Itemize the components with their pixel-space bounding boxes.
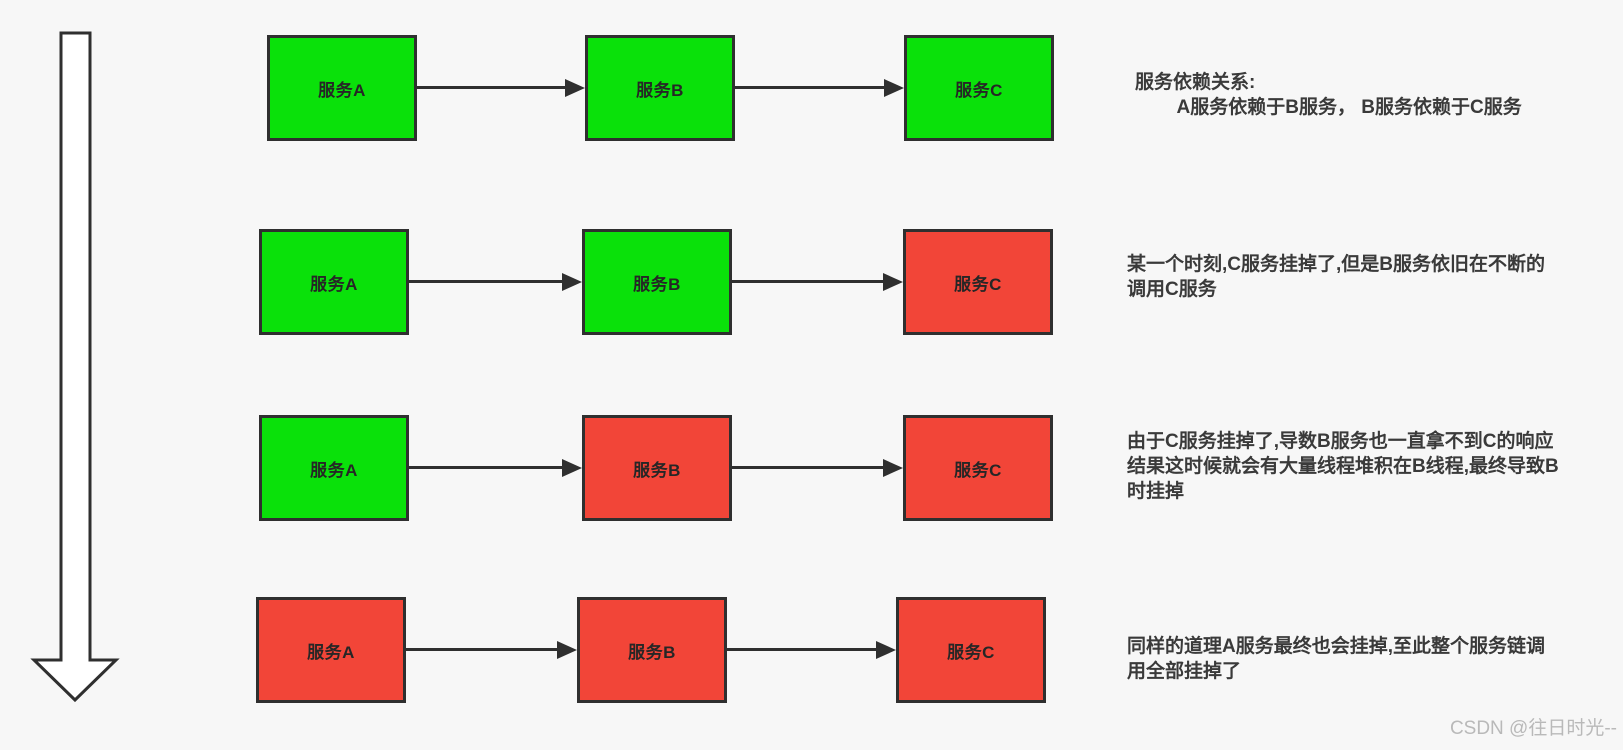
arrowhead-icon	[883, 459, 903, 477]
note-row-2: 某一个时刻,C服务挂掉了,但是B服务依旧在不断的 调用C服务	[1127, 252, 1545, 302]
service-row-3: 服务A 服务B 服务C	[0, 415, 1623, 521]
service-box-label: 服务A	[310, 460, 358, 480]
service-box-a: 服务A	[267, 35, 417, 141]
note-row-3: 由于C服务挂掉了,导数B服务也一直拿不到C的响应 结果这时候就会有大量线程堆积在…	[1127, 429, 1559, 504]
connector-line-a-b	[409, 280, 562, 283]
service-box-a: 服务A	[259, 415, 409, 521]
service-box-label: 服务B	[636, 80, 684, 100]
connector-line-b-c	[727, 648, 876, 651]
service-box-label: 服务C	[947, 642, 995, 662]
note-line: A服务依赖于B服务， B服务依赖于C服务	[1135, 97, 1522, 118]
connector-line-a-b	[406, 648, 557, 651]
service-box-label: 服务B	[628, 642, 676, 662]
connector-line-b-c	[735, 86, 884, 89]
service-box-label: 服务C	[955, 80, 1003, 100]
timeline-down-arrow-icon	[30, 31, 120, 703]
arrowhead-icon	[883, 273, 903, 291]
note-line: 时挂掉	[1127, 481, 1185, 502]
service-box-label: 服务A	[307, 642, 355, 662]
service-row-1: 服务A 服务B 服务C	[0, 35, 1623, 141]
watermark: CSDN @往日时光--	[1449, 718, 1617, 739]
connector-line-b-c	[732, 466, 883, 469]
service-box-label: 服务B	[633, 274, 681, 294]
note-line: 服务依赖关系:	[1135, 72, 1256, 93]
arrowhead-icon	[565, 79, 585, 97]
arrowhead-icon	[562, 459, 582, 477]
service-box-label: 服务A	[310, 274, 358, 294]
service-box-c: 服务C	[904, 35, 1054, 141]
arrowhead-icon	[562, 273, 582, 291]
service-box-b: 服务B	[582, 415, 732, 521]
service-row-4: 服务A 服务B 服务C	[0, 597, 1623, 703]
service-row-2: 服务A 服务B 服务C	[0, 229, 1623, 335]
service-box-a: 服务A	[256, 597, 406, 703]
note-line: 结果这时候就会有大量线程堆积在B线程,最终导致B	[1127, 456, 1559, 477]
service-box-c: 服务C	[896, 597, 1046, 703]
service-box-b: 服务B	[585, 35, 735, 141]
arrowhead-icon	[884, 79, 904, 97]
service-box-label: 服务C	[954, 460, 1002, 480]
note-line: 由于C服务挂掉了,导数B服务也一直拿不到C的响应	[1127, 431, 1554, 452]
note-line: 调用C服务	[1127, 279, 1217, 300]
note-row-1: 服务依赖关系: A服务依赖于B服务， B服务依赖于C服务	[1135, 70, 1522, 120]
service-box-label: 服务B	[633, 460, 681, 480]
service-box-b: 服务B	[582, 229, 732, 335]
connector-line-b-c	[732, 280, 883, 283]
connector-line-a-b	[417, 86, 565, 89]
service-box-label: 服务C	[954, 274, 1002, 294]
connector-line-a-b	[409, 466, 562, 469]
service-box-c: 服务C	[903, 229, 1053, 335]
service-box-label: 服务A	[318, 80, 366, 100]
note-line: 用全部挂掉了	[1127, 661, 1242, 682]
arrowhead-icon	[876, 641, 896, 659]
service-box-c: 服务C	[903, 415, 1053, 521]
note-row-4: 同样的道理A服务最终也会挂掉,至此整个服务链调 用全部挂掉了	[1127, 634, 1545, 684]
service-box-b: 服务B	[577, 597, 727, 703]
note-line: 同样的道理A服务最终也会挂掉,至此整个服务链调	[1127, 636, 1546, 657]
note-line: 某一个时刻,C服务挂掉了,但是B服务依旧在不断的	[1127, 254, 1546, 275]
service-box-a: 服务A	[259, 229, 409, 335]
arrowhead-icon	[557, 641, 577, 659]
